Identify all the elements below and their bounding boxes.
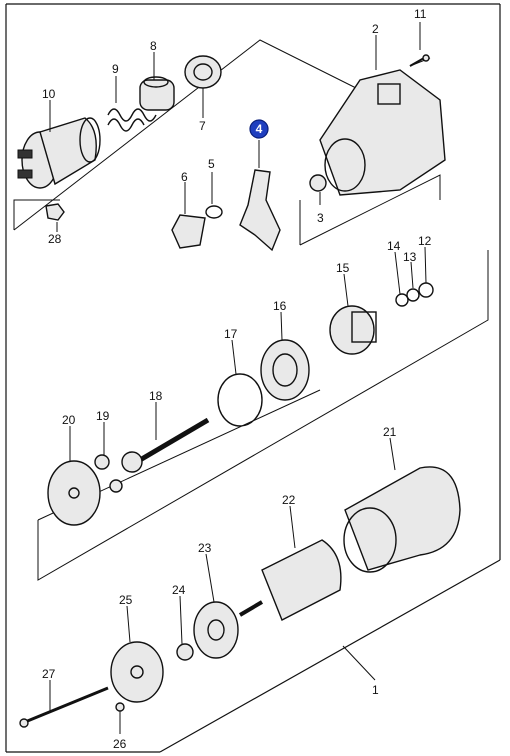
brush-holder-part: [193, 601, 239, 659]
shaft-part: [138, 417, 210, 463]
bearing-part: [176, 643, 194, 661]
callout-part-28: 28: [48, 232, 62, 246]
callout-part-16: 16: [273, 299, 287, 313]
highlighted-callout-part-4[interactable]: 4: [249, 119, 269, 139]
callout-part-13: 13: [403, 250, 417, 264]
ring-part: [217, 373, 263, 427]
cover-plate-part: [184, 55, 222, 89]
yoke-part: [343, 466, 461, 573]
callout-part-21: 21: [383, 425, 397, 439]
callout-part-19: 19: [96, 409, 110, 423]
callout-part-1: 1: [372, 683, 379, 697]
leader-lines: [49, 22, 427, 712]
callout-part-6: 6: [181, 170, 188, 184]
callout-part-14: 14: [387, 239, 401, 253]
bracket-part: [171, 214, 206, 249]
armature-part: [238, 539, 342, 621]
callout-part-12: 12: [418, 234, 432, 248]
callout-part-17: 17: [224, 327, 238, 341]
callout-part-7: 7: [199, 119, 206, 133]
gear-plate-part: [47, 460, 101, 526]
o-ring-part: [205, 205, 223, 219]
callout-part-24: 24: [172, 583, 186, 597]
clutch-part: [260, 339, 310, 401]
callout-part-22: 22: [282, 493, 296, 507]
through-bolt-part: [19, 686, 109, 728]
callout-part-27: 27: [42, 667, 56, 681]
bushing-part: [309, 174, 327, 192]
callout-part-26: 26: [113, 737, 127, 751]
nut-part-28: [45, 203, 65, 221]
callout-part-5: 5: [208, 157, 215, 171]
callout-part-11: 11: [414, 7, 427, 21]
solenoid-part: [17, 117, 101, 189]
bolt-part-11: [409, 54, 430, 67]
plunger-part: [139, 76, 175, 111]
screw-part: [115, 702, 125, 734]
callout-part-20: 20: [62, 413, 76, 427]
callout-part-8: 8: [150, 39, 157, 53]
callout-part-25: 25: [119, 593, 133, 607]
callout-part-18: 18: [149, 389, 163, 403]
gear-parts: [94, 451, 143, 493]
callout-part-3: 3: [317, 211, 324, 225]
washer-parts: [395, 282, 434, 307]
spring-part: [107, 108, 157, 132]
callout-part-2: 2: [372, 22, 379, 36]
lever-part: [239, 169, 281, 252]
callout-part-4: 4: [256, 122, 263, 136]
housing-part: [319, 57, 446, 196]
pinion-part: [329, 305, 377, 355]
rear-cover-part: [110, 641, 164, 703]
diagram-frame: [5, 3, 501, 753]
callout-part-10: 10: [42, 87, 56, 101]
callout-part-9: 9: [112, 62, 119, 76]
callout-part-23: 23: [198, 541, 212, 555]
callout-part-15: 15: [336, 261, 350, 275]
